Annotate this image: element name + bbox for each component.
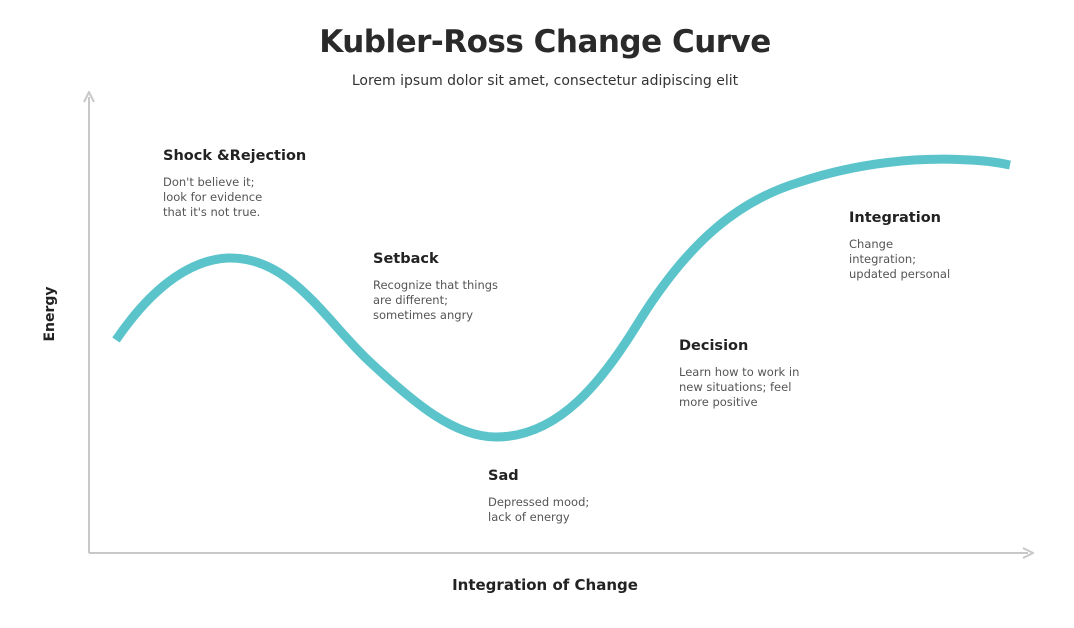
page-title: Kubler-Ross Change Curve — [319, 24, 771, 60]
y-axis-label: Energy — [42, 286, 58, 342]
stage-sad: Sad Depressed mood; lack of energy — [488, 468, 589, 525]
stage-description: Don't believe it; look for evidence that… — [163, 175, 263, 219]
stage-title: Setback — [373, 251, 439, 267]
page-subtitle: Lorem ipsum dolor sit amet, consectetur … — [351, 73, 739, 89]
stage-title: Shock &Rejection — [163, 148, 307, 164]
stage-setback: Setback Recognize that things are differ… — [373, 251, 498, 323]
stage-shock: Shock &Rejection Don't believe it; look … — [163, 148, 306, 220]
change-curve — [112, 154, 1011, 442]
stage-description: Learn how to work in new situations; fee… — [679, 365, 800, 409]
stage-description: Change integration; updated personal — [849, 237, 951, 281]
stage-title: Decision — [679, 338, 749, 354]
stage-description: Recognize that things are different; som… — [373, 278, 499, 322]
stage-title: Integration — [849, 210, 941, 226]
stage-integration: Integration Change integration; updated … — [849, 210, 950, 282]
stage-decision: Decision Learn how to work in new situat… — [679, 338, 799, 410]
x-axis-label: Integration of Change — [452, 576, 638, 594]
stage-description: Depressed mood; lack of energy — [488, 495, 590, 524]
stage-title: Sad — [488, 468, 519, 484]
